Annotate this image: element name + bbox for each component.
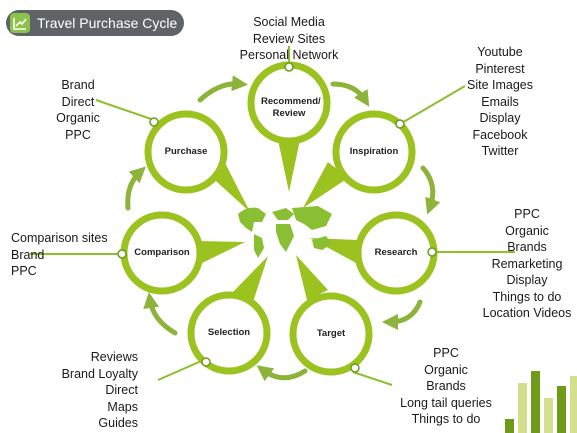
- arrow-target-to-selection: [256, 365, 308, 382]
- list-item: Emails: [481, 94, 519, 109]
- list-item: Twitter: [481, 144, 519, 158]
- arrow-selection-to-comparison: [143, 292, 178, 336]
- list-item: Site Images: [466, 78, 533, 92]
- list-item: PPC: [11, 264, 37, 278]
- pointer-selection: [233, 256, 268, 302]
- list-item: Direct: [61, 94, 95, 109]
- dot-comparison: [117, 249, 127, 259]
- connector-target: [352, 371, 393, 386]
- world-map-icon: [238, 206, 332, 258]
- list-item: Remarketing: [491, 256, 563, 271]
- list-comparison: Comparison sites Brand PPC: [11, 230, 121, 280]
- arrow-recommend-to-inspiration: [330, 81, 370, 107]
- line-chart-icon: [10, 13, 30, 33]
- label-target: Target: [316, 328, 346, 339]
- list-item: Brands: [507, 240, 547, 254]
- list-research: PPC Organic Brands Remarketing Display T…: [478, 206, 576, 322]
- dot-purchase: [149, 117, 159, 127]
- circle-selection: [187, 291, 271, 375]
- label-inspiration: Inspiration: [349, 146, 399, 157]
- stage-purchase: [144, 110, 250, 212]
- label-purchase: Purchase: [164, 146, 208, 157]
- arrow-research-to-target: [382, 299, 423, 330]
- circle-inspiration: [332, 110, 416, 194]
- label-comparison: Comparison: [134, 247, 190, 258]
- dot-inspiration: [395, 119, 405, 129]
- connector-purchase: [95, 99, 155, 121]
- dot-research: [427, 247, 437, 257]
- list-purchase: Brand Direct Organic PPC: [46, 77, 110, 143]
- list-item: Maps: [107, 399, 138, 414]
- list-item: Comparison sites: [11, 231, 108, 245]
- title-badge: Travel Purchase Cycle: [6, 10, 184, 36]
- stage-inspiration: [303, 110, 416, 208]
- list-item: Organic: [424, 362, 468, 377]
- stage-target: [289, 255, 373, 376]
- list-item: Things to do: [411, 412, 481, 426]
- arrow-comparison-to-purchase: [125, 166, 146, 211]
- list-item: Things to do: [492, 289, 562, 304]
- arrow-purchase-to-recommend: [197, 75, 248, 103]
- list-recommend: Social Media Review Sites Personal Netwo…: [219, 14, 359, 64]
- arrow-inspiration-to-research: [420, 165, 441, 215]
- list-item: Social Media: [253, 15, 325, 29]
- stage-selection: [187, 256, 271, 375]
- stage-comparison: [117, 211, 245, 295]
- list-item: Location Videos: [482, 306, 572, 320]
- connector-inspiration: [399, 85, 466, 125]
- list-item: Brands: [426, 379, 466, 393]
- list-item: PPC: [65, 127, 91, 142]
- pointer-inspiration: [303, 162, 348, 208]
- list-item: Youtube: [477, 45, 523, 59]
- circle-purchase: [144, 110, 228, 194]
- circle-target: [289, 292, 373, 376]
- list-item: Brand: [11, 247, 45, 262]
- list-selection: Reviews Brand Loyalty Direct Maps Guides: [40, 349, 138, 432]
- list-item: Organic: [505, 223, 549, 238]
- list-item: PPC: [433, 346, 459, 360]
- pointer-comparison: [198, 241, 245, 265]
- list-target: PPC Organic Brands Long tail queries Thi…: [394, 345, 498, 428]
- pointer-recommend: [277, 135, 301, 192]
- pointer-target: [296, 255, 328, 300]
- list-item: Brand Loyalty: [61, 366, 138, 381]
- list-item: Display: [479, 111, 521, 125]
- list-item: Facebook: [472, 127, 528, 142]
- list-item: Direct: [105, 383, 138, 397]
- cycle-arrows: [125, 75, 441, 382]
- stage-recommend: [247, 61, 331, 192]
- label-research: Research: [374, 247, 418, 258]
- list-item: Guides: [98, 416, 138, 430]
- page-title: Travel Purchase Cycle: [37, 15, 178, 31]
- label-recommend: Recommend/ Review: [261, 96, 321, 119]
- label-selection: Selection: [207, 327, 251, 338]
- list-item: Reviews: [90, 350, 138, 364]
- list-item: Brand: [61, 78, 95, 92]
- list-item: Pinterest: [475, 61, 525, 76]
- list-item: Personal Network: [239, 48, 339, 62]
- dot-recommend: [284, 62, 294, 72]
- dot-target: [350, 363, 360, 373]
- list-inspiration: Youtube Pinterest Site Images Emails Dis…: [452, 44, 548, 160]
- list-item: Review Sites: [252, 31, 326, 46]
- list-item: Long tail queries: [400, 395, 492, 410]
- list-item: Organic: [56, 111, 100, 125]
- dot-selection: [201, 357, 211, 367]
- bar-chart-icon: [505, 371, 577, 433]
- list-item: Display: [506, 273, 548, 287]
- list-item: PPC: [514, 207, 540, 221]
